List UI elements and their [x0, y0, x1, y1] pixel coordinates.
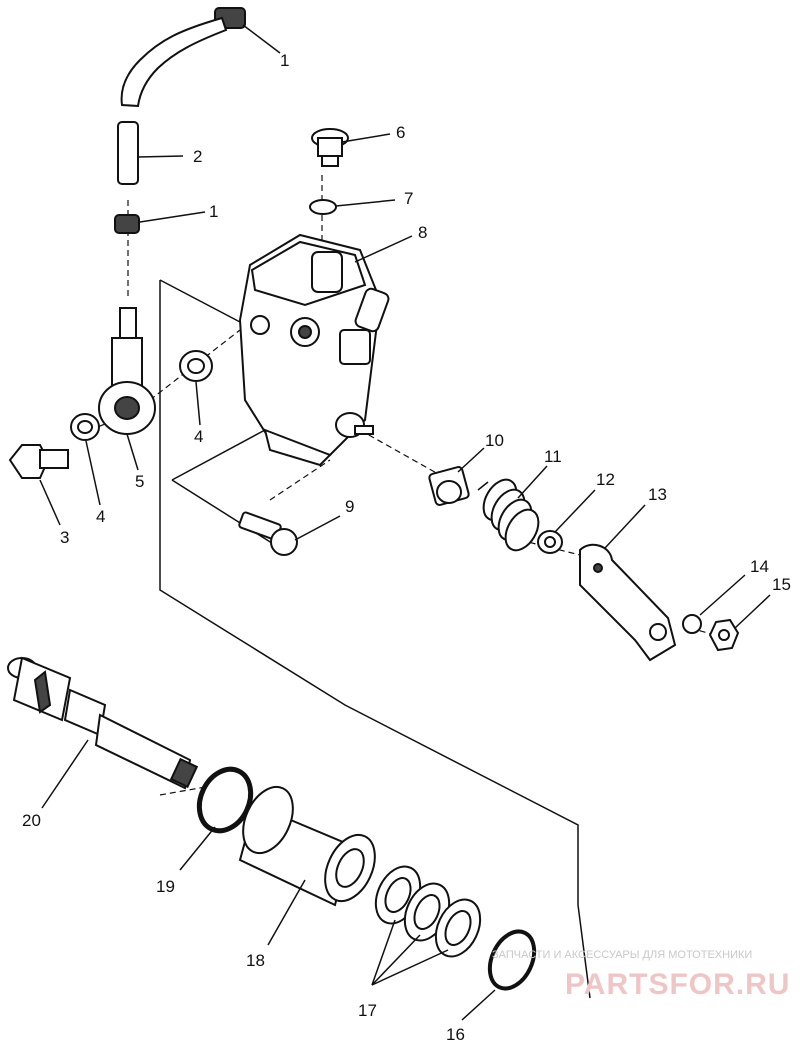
callout-9: 9: [345, 497, 354, 516]
shaft-o-ring: [196, 766, 254, 834]
lever-nut: [708, 618, 740, 652]
callout-1-top: 1: [280, 51, 289, 70]
snap-ring: [487, 929, 537, 991]
watermark-logo: PARTSFOR.RU: [565, 968, 790, 1001]
oil-pump-body: [238, 233, 390, 467]
callout-4-washer: 4: [194, 427, 203, 446]
callout-5: 5: [135, 472, 144, 491]
callout-8: 8: [418, 223, 427, 242]
hose-clip-mid: [114, 214, 140, 234]
callout-16: 16: [446, 1025, 465, 1044]
watermark: ЗАПЧАСТИ И АКСЕССУАРЫ ДЛЯ МОТОТЕХНИКИ PA…: [492, 949, 790, 1001]
washer-lower: [70, 413, 100, 441]
callout-7: 7: [404, 189, 413, 208]
banjo-fitting: [98, 307, 156, 435]
callout-2: 2: [193, 147, 202, 166]
callout-14: 14: [750, 557, 769, 576]
callouts: 1 2 1 6 7 8 4 3 4 5 9 10 11 12 13 14 15 …: [22, 51, 791, 1044]
callout-19: 19: [156, 877, 175, 896]
gear-bushing: [238, 785, 376, 907]
callout-12: 12: [596, 470, 615, 489]
callout-3: 3: [60, 528, 69, 547]
lock-washer: [682, 614, 702, 634]
frame-lines: [159, 279, 591, 999]
hose-clip-top: [120, 7, 246, 108]
callout-1-mid: 1: [209, 202, 218, 221]
shim-washers: [374, 865, 482, 958]
alignment-lines: [89, 175, 716, 796]
bleed-screw: [311, 128, 349, 167]
banjo-bolt: [8, 444, 69, 479]
callout-20: 20: [22, 811, 41, 830]
drive-gear-shaft: [7, 656, 199, 790]
mount-bolt: [238, 511, 298, 556]
callout-18: 18: [246, 951, 265, 970]
lever-washer: [537, 530, 563, 554]
callout-11: 11: [544, 447, 562, 466]
control-lever: [579, 543, 677, 662]
callout-13: 13: [648, 485, 667, 504]
watermark-tagline: ЗАПЧАСТИ И АКСЕССУАРЫ ДЛЯ МОТОТЕХНИКИ: [492, 949, 752, 961]
callout-17: 17: [358, 1001, 377, 1020]
callout-15: 15: [772, 575, 791, 594]
shaft-spacer: [428, 466, 470, 506]
callout-10: 10: [485, 431, 504, 450]
callout-4-low: 4: [96, 507, 105, 526]
leader-lines: [39, 24, 771, 1021]
callout-6: 6: [396, 123, 405, 142]
return-spring: [477, 478, 540, 552]
washer-upper: [179, 350, 213, 382]
screw-o-ring: [309, 199, 337, 215]
fuel-tube: [117, 121, 139, 185]
